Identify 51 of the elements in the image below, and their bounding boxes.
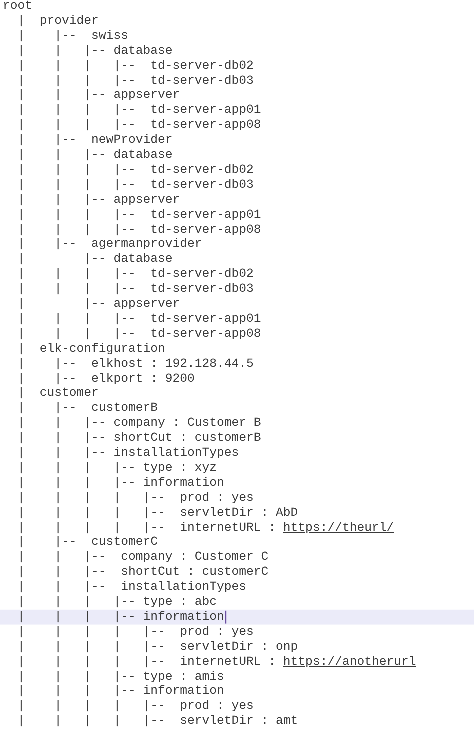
link: https://anotherurl (283, 654, 416, 670)
code-line: | | |-- appserver (16, 192, 180, 208)
code-line: | |-- elkport : 9200 (16, 372, 195, 386)
code-line: | | | |-- td-server-db02 (16, 58, 254, 74)
code-line: | | |-- database (16, 148, 173, 163)
link: https://theurl/ (283, 520, 394, 536)
code-line: | |-- swiss (16, 28, 128, 44)
code-line: | |-- customerB (16, 401, 158, 416)
code-line: | | | | |-- prod : yes (16, 490, 254, 506)
code-line: | |-- agermanprovider (16, 237, 202, 252)
code-line: | | | |-- td-server-app08 (16, 222, 262, 238)
code-line: | provider (16, 14, 99, 29)
code-line: | | |-- installationTypes (16, 446, 240, 461)
code-line: | | |-- company : Customer B (16, 416, 262, 432)
code-line: | | |-- shortCut : customerB (16, 431, 262, 446)
code-line: | | | |-- td-server-db02 (16, 162, 254, 178)
code-line: | | | |-- td-server-app01 (16, 312, 262, 327)
code-line: | elk-configuration (16, 342, 166, 357)
code-line: | | | |-- td-server-app01 (16, 103, 262, 118)
code-line: | customer (16, 386, 99, 402)
code-line: | | |-- company : Customer C (16, 550, 269, 566)
code-line: | |-- newProvider (16, 133, 173, 148)
code-line: | | | |-- td-server-db03 (16, 74, 254, 88)
code-line: | | | |-- td-server-app08 (16, 118, 262, 134)
code-line: | | |-- installationTypes (16, 580, 247, 596)
code-line: root (3, 0, 33, 14)
code-line: | | |-- shortCut : customerC (16, 565, 269, 580)
code-line: | | | | |-- internetURL : (16, 654, 276, 670)
code-line: | | | |-- td-server-db03 (16, 282, 254, 298)
code-line: | |-- appserver (16, 297, 180, 312)
code-line: | | | | |-- prod : yes (16, 624, 254, 640)
code-line: | |-- elkhost : 192.128.44.5 (16, 356, 254, 372)
code-line: | | | |-- td-server-app08 (16, 326, 262, 342)
code-line: | |-- database (16, 252, 173, 268)
code-line: | | | | |-- servletDir : onp (16, 640, 298, 655)
code-line: | |-- customerC (16, 535, 158, 550)
code-line: | | | | |-- servletDir : amt (16, 714, 298, 730)
code-line: | | | |-- information (16, 684, 224, 700)
code-line: | | | |-- td-server-db03 (16, 178, 254, 193)
code-line: | | |-- appserver (16, 88, 180, 104)
code-line: | | | |-- type : xyz (16, 460, 218, 476)
code-line: | | | | |-- internetURL : (16, 520, 276, 536)
code-line: | | | | |-- servletDir : AbD (16, 506, 298, 521)
code-line: | | | | |-- prod : yes (16, 699, 254, 714)
code-line: | | | |-- information (16, 476, 224, 491)
code-line: | | | |-- td-server-db02 (16, 267, 254, 282)
code-line: | | |-- database (16, 44, 173, 59)
code-line: | | | |-- information (16, 610, 224, 625)
code-line: | | | |-- type : abc (16, 595, 218, 610)
code-line: | | | |-- td-server-app01 (16, 208, 262, 223)
code-line: | | | |-- type : amis (16, 670, 224, 684)
